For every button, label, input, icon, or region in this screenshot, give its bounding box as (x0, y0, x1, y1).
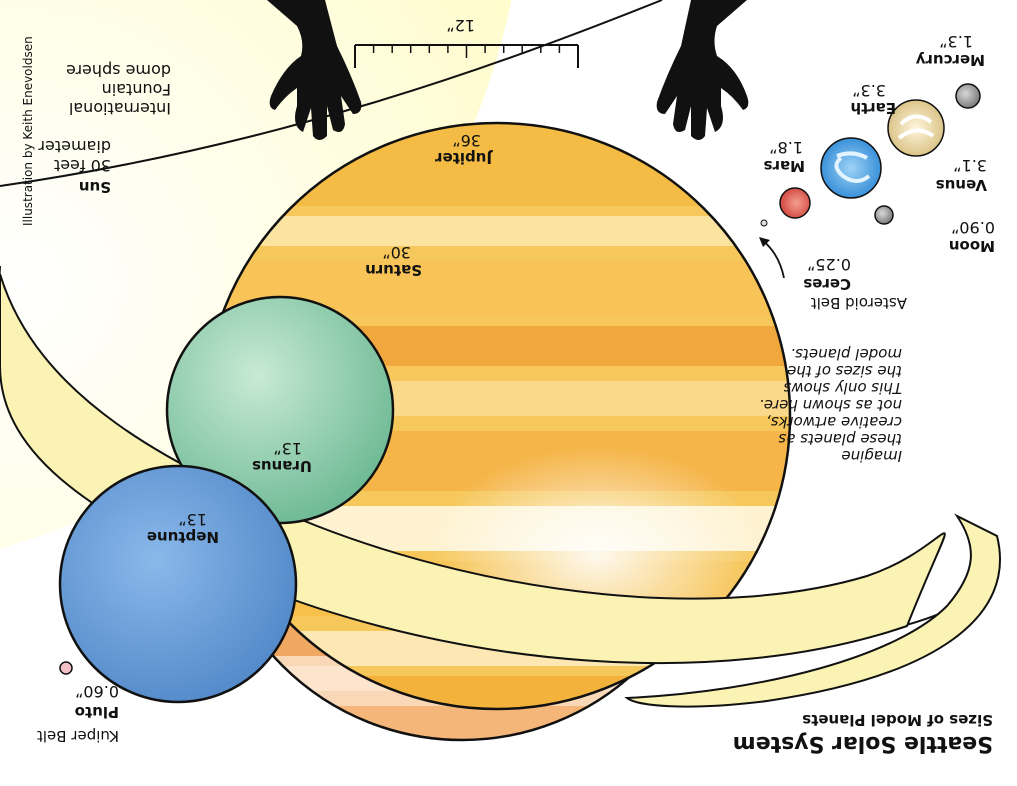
pluto-planet (59, 661, 73, 675)
poster-subtitle: Sizes of Model Planets (802, 711, 993, 729)
note-line: This only shows (783, 379, 903, 398)
sun-desc-2: Fountain (101, 80, 171, 99)
moon-body (874, 205, 894, 225)
ceres-size: 0.25” (807, 255, 851, 274)
earth-planet (820, 137, 882, 199)
mercury-planet (955, 83, 981, 109)
sun-desc-1: International (68, 99, 171, 118)
illustration-credit: Illustration by Keith Enevoldsen (21, 36, 35, 226)
asteroid-belt-label: Asteroid Belt (810, 294, 907, 312)
uranus-name: Uranus (252, 457, 312, 475)
moon-size: 0.90” (951, 218, 995, 237)
venus-size: 3.1” (953, 156, 987, 175)
left-hand-silhouette (656, 0, 749, 140)
sun-size: 30 feet (53, 156, 111, 175)
asteroid-belt-arrow (759, 237, 785, 279)
sun-size-2: diameter (38, 137, 111, 156)
poster-title: Seattle Solar System (732, 731, 993, 756)
neptune-size: 13” (178, 510, 207, 529)
artwork-note: Imagine these planets as creative artwor… (727, 345, 903, 465)
jupiter-size: 36” (452, 131, 481, 150)
saturn-name: Saturn (365, 261, 422, 279)
pluto-name: Pluto (74, 703, 119, 721)
scale-bar (354, 44, 579, 68)
mercury-size: 1.3” (939, 32, 973, 51)
note-line: creative artworks, (766, 413, 902, 432)
kuiper-belt-label: Kuiper Belt (36, 727, 119, 745)
scale-label: 12” (446, 16, 475, 35)
pluto-size: 0.60” (75, 682, 119, 701)
uranus-size: 13” (273, 439, 302, 458)
venus-name: Venus (935, 176, 987, 194)
note-line: these planets as (778, 430, 902, 449)
note-line: Imagine (841, 447, 902, 465)
mercury-name: Mercury (915, 51, 985, 69)
ceres-name: Ceres (803, 275, 851, 293)
neptune-name: Neptune (146, 528, 219, 546)
mars-planet (779, 187, 811, 219)
note-line: the sizes of the (787, 362, 902, 381)
right-hand-silhouette (267, 0, 362, 140)
jupiter-name: Jupiter (435, 149, 492, 167)
sun-desc-3: dome sphere (65, 61, 171, 80)
earth-name: Earth (850, 99, 896, 117)
mars-name: Mars (763, 157, 805, 175)
sun-name: Sun (78, 178, 111, 196)
note-line: not as shown here. (758, 396, 902, 415)
sun-sphere (0, 0, 663, 576)
neptune-planet (58, 464, 298, 704)
saturn-size: 30” (382, 243, 411, 262)
venus-planet (887, 99, 945, 157)
earth-size: 3.3” (852, 81, 886, 100)
mars-size: 1.8” (769, 138, 803, 157)
ceres-body (760, 219, 768, 227)
moon-name: Moon (948, 237, 995, 255)
note-line: model planets. (790, 345, 902, 364)
